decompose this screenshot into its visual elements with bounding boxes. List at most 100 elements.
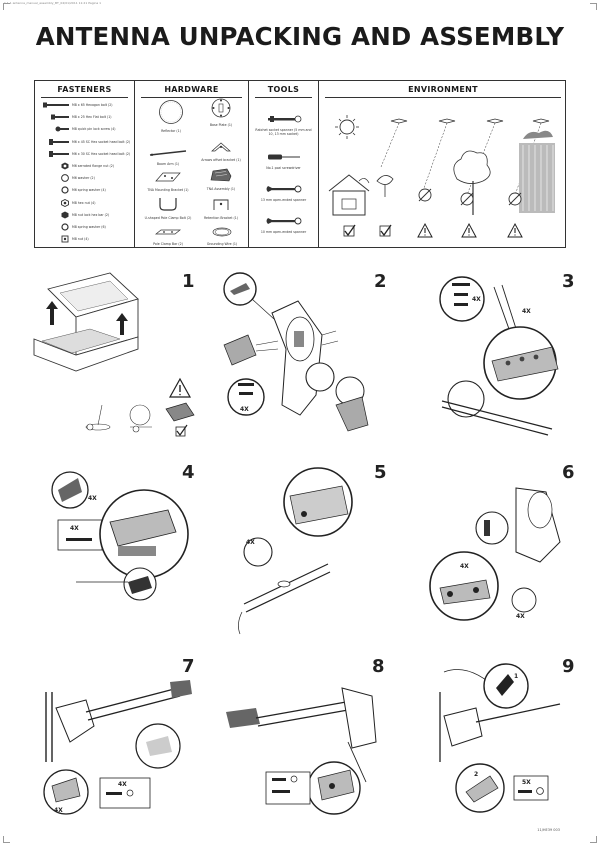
parts-table: FASTENERS M8 x 65 Hexagon bolt (2) M8 x 2… — [34, 80, 566, 248]
print-slug: 1 1 1 antenna_manual_assembly_BT_04/01/2… — [4, 1, 102, 5]
satellite-icon — [486, 118, 504, 124]
hardware-label: Boom Arm (1) — [156, 162, 180, 166]
step-4: 4 4X 4X — [40, 462, 204, 642]
environment-column: ENVIRONMENT — [319, 81, 567, 247]
lock-screw-icon — [41, 126, 69, 132]
step-number: 9 — [562, 656, 575, 677]
fastener-item: M8 quick pin lock screw (4) — [41, 124, 115, 134]
spanner-icon — [266, 217, 301, 225]
fastener-item: M8 x 25 Hex Flat bolt (1) — [41, 112, 112, 122]
fasteners-column: FASTENERS M8 x 65 Hexagon bolt (2) M8 x 2… — [35, 81, 135, 247]
tool-spanner-10: 10 mm open-ended spanner — [255, 211, 312, 234]
warning-icon — [461, 222, 477, 238]
dish-icon — [460, 192, 474, 206]
qty-label: 2 — [474, 771, 478, 778]
fastener-label: M8 x 25 Hex Flat bolt (1) — [72, 115, 112, 120]
tna-assembly-icon — [210, 168, 232, 182]
hardware-item-clamp-bar: Pole Clamp Bar (2) — [143, 223, 193, 246]
fastener-label: M8 nut (4) — [72, 237, 89, 242]
step-1: 1 — [20, 265, 200, 445]
boom-arm-icon — [149, 150, 187, 156]
spring-washer-icon — [41, 223, 69, 231]
rain-icon — [519, 130, 555, 213]
warning-icon — [507, 222, 523, 238]
hardware-label: U-shaped Pole Clamp Bolt (2) — [144, 216, 192, 220]
u-bolt-icon — [159, 198, 177, 211]
fasteners-header: FASTENERS — [35, 85, 134, 98]
check-icon — [343, 224, 356, 237]
step-4-illustration: 4X 4X — [51, 471, 189, 601]
tool-screwdriver: No.1 pozi screwdriver — [255, 147, 312, 170]
step-9-illustration: 1 2 5X — [439, 663, 561, 813]
fastener-item: M6 x 30 SC Hex socket head bolt (2) — [41, 149, 130, 159]
step-2: 2 4X — [212, 265, 392, 445]
fastener-label: M8 nut lock hex bar (2) — [72, 212, 110, 217]
qty-label: 4X — [460, 563, 469, 570]
fastener-item: M6 serrated flange nut (2) — [41, 161, 114, 171]
fastener-item: M8 nut (4) — [41, 234, 89, 244]
ratchet-icon — [267, 115, 301, 123]
fastener-item: M6 spring washer (4) — [41, 185, 106, 195]
tool-label: Ratchet socket spanner (5 mm and 10, 13 … — [255, 128, 312, 136]
satellite-icon — [390, 118, 408, 124]
environment-scenes — [328, 115, 555, 238]
qty-label: 4X — [472, 296, 481, 303]
hex-bolt-icon — [41, 114, 69, 120]
step-9: 9 1 2 5X — [410, 652, 586, 832]
check-icon — [175, 424, 188, 437]
mounting-bracket-icon — [155, 172, 181, 182]
retention-bracket-icon — [213, 199, 229, 210]
hardware-item-boom-arm: Boom Arm (1) — [145, 143, 191, 166]
warning-icon — [417, 222, 433, 238]
tools-column: TOOLS Ratchet socket spanner (5 mm and 1… — [249, 81, 319, 247]
step-3: 3 4X 4X — [402, 265, 582, 445]
step-5: 5 4X — [232, 462, 392, 642]
hardware-item-retention-bracket: Retention Bracket (1) — [199, 196, 243, 220]
environment-header: ENVIRONMENT — [319, 85, 567, 98]
qty-label: 4X — [516, 613, 525, 620]
spring-washer-icon — [41, 186, 69, 194]
step-7-illustration: 4X 4X — [43, 680, 192, 815]
step-number: 5 — [374, 462, 387, 483]
tool-label: 10 mm open-ended spanner — [260, 230, 307, 234]
warning-icon — [168, 377, 192, 398]
step-number: 1 — [182, 271, 195, 292]
part-number: 11/HE39 003 — [537, 828, 560, 832]
fastener-label: M6 serrated flange nut (2) — [72, 164, 114, 168]
qty-label: 4X — [70, 525, 79, 532]
step-2-illustration: 4X — [223, 272, 369, 432]
qty-label: 4X — [54, 807, 63, 814]
long-bolt-icon — [41, 102, 69, 108]
hardware-item-offset-bracket: Arrows offset bracket (1) — [197, 139, 245, 162]
socket-bolt-icon — [41, 150, 69, 157]
hardware-label: Pole Clamp Bar (2) — [153, 242, 183, 246]
qty-label: 4X — [522, 308, 531, 315]
reflector-icon — [159, 100, 183, 124]
offset-bracket-icon — [211, 142, 231, 152]
crop-mark — [590, 836, 597, 843]
tool-spanner-13: 13 mm open-ended spanner — [255, 179, 312, 202]
fastener-item: M8 hex nut (4) — [41, 198, 95, 208]
crop-mark — [3, 836, 10, 843]
crop-mark — [590, 3, 597, 10]
satellite-icon — [532, 118, 550, 124]
hardware-label: Arrows offset bracket (1) — [201, 158, 241, 162]
step-number: 6 — [562, 462, 575, 483]
hardware-item-grounding-wire: Grounding Wire (1) — [199, 223, 245, 246]
tools-header: TOOLS — [249, 85, 318, 98]
fastener-label: M8 quick pin lock screw (4) — [72, 127, 116, 132]
spanner-icon — [266, 185, 301, 193]
step-1-illustration — [33, 272, 195, 437]
step-7: 7 4X 4X — [30, 652, 210, 832]
qty-label: 1 — [514, 673, 518, 680]
sun-icon — [335, 115, 359, 139]
step-number: 4 — [182, 462, 195, 483]
fastener-label: M6 washer (2) — [72, 176, 95, 181]
dish-icon — [418, 188, 432, 202]
fastener-label: M8 hex nut (4) — [72, 200, 96, 205]
fastener-item: M8 x 65 Hexagon bolt (2) — [41, 100, 113, 110]
step-6: 6 4X 4X — [420, 462, 584, 642]
hardware-item-u-bolt: U-shaped Pole Clamp Bolt (2) — [141, 196, 195, 220]
step-number: 2 — [374, 271, 387, 292]
grounding-wire-icon — [212, 227, 232, 237]
